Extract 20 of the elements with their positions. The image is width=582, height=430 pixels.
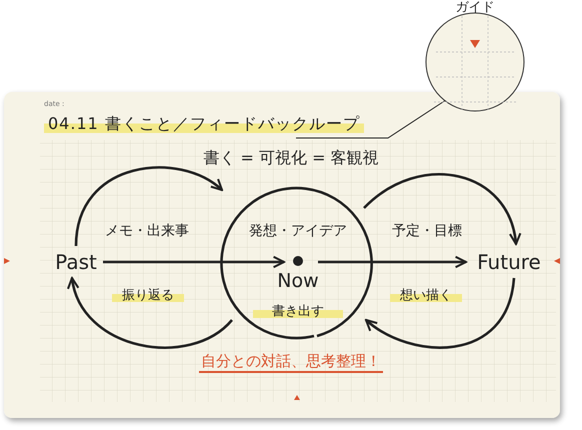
- page-title: 04.11 書くこと／フィードバックループ: [44, 114, 364, 135]
- circle-label: 発想・アイデア: [248, 222, 348, 240]
- area-label: メモ・出来事: [105, 222, 189, 240]
- formula-text: 書く = 可視化 = 客観視: [202, 148, 380, 169]
- arrow: [74, 166, 224, 246]
- arrow: [363, 173, 520, 246]
- callout-heading: ガイド: [454, 0, 496, 15]
- leader-line: [296, 100, 446, 138]
- highlighted-label: 振り返る: [112, 286, 184, 304]
- time-label: Future: [468, 248, 550, 276]
- arrow: [68, 276, 233, 349]
- area-label: 予定・目標: [392, 222, 462, 240]
- time-label: Now: [276, 270, 320, 292]
- emphasis-note: 自分との対話、思考整理！: [199, 352, 383, 373]
- arrow: [318, 256, 468, 268]
- highlighted-label: 書き出す: [253, 302, 343, 320]
- arrow: [103, 256, 286, 268]
- time-label: Past: [50, 248, 102, 276]
- arrow: [364, 278, 516, 349]
- highlighted-label: 想い描く: [390, 286, 462, 304]
